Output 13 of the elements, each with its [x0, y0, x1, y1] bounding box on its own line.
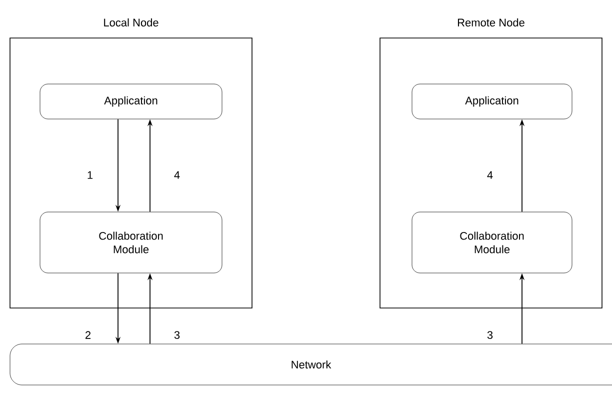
node-label: Local Node — [104, 18, 158, 26]
module-box: Collaboration Module — [412, 212, 572, 274]
edge-label: 2 — [84, 330, 92, 340]
edge-label: 1 — [86, 170, 94, 180]
module-box: Collaboration Module — [40, 212, 222, 274]
module-box: Application — [412, 84, 572, 120]
network-band: Network — [10, 344, 612, 386]
edge-label: 3 — [172, 330, 182, 340]
edge-label: 4 — [486, 170, 494, 180]
node-label: Remote Node — [458, 18, 524, 26]
module-box: Application — [40, 84, 222, 120]
edge-label: 4 — [172, 170, 182, 180]
edge-label: 3 — [486, 330, 494, 340]
